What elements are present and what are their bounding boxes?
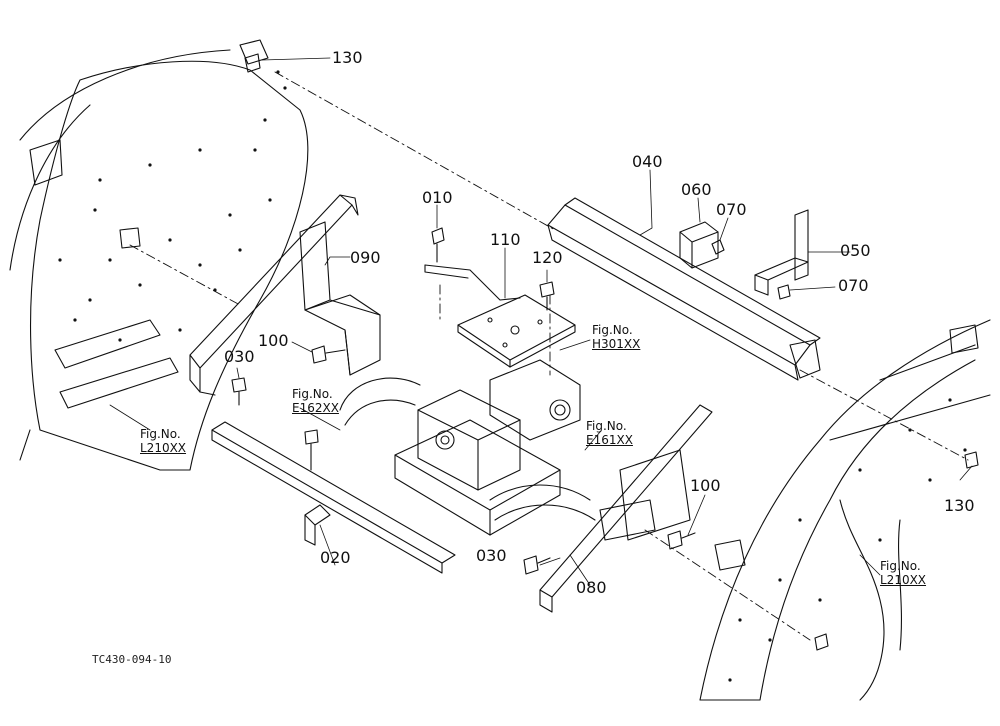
plate-110 xyxy=(424,264,576,368)
fig-ref-e161-label: Fig.No. xyxy=(586,419,627,433)
fig-ref-e161: Fig.No. E161XX xyxy=(586,419,633,448)
valve-assembly xyxy=(339,359,596,536)
crossbar-040 xyxy=(547,197,821,381)
callout-100-left: 100 xyxy=(258,331,289,350)
stay-090 xyxy=(299,221,381,376)
callout-030-left: 030 xyxy=(224,347,255,366)
fig-ref-l210-left: Fig.No. L210XX xyxy=(140,427,187,456)
bracket-050 xyxy=(754,209,809,296)
fig-ref-l210-right: Fig.No. L210XX xyxy=(880,559,927,588)
fig-ref-h301: Fig.No. H301XX xyxy=(592,323,641,352)
callout-070-upper: 070 xyxy=(716,200,747,219)
fig-ref-l210-left-label: Fig.No. xyxy=(140,427,181,441)
fig-ref-e162-code: E162XX xyxy=(292,400,339,415)
drawing-reference: TC430-094-10 xyxy=(92,653,172,666)
fig-ref-l210-right-code: L210XX xyxy=(880,572,927,587)
fig-ref-e162-label: Fig.No. xyxy=(292,387,333,401)
callout-130-right: 130 xyxy=(944,496,975,515)
callout-050: 050 xyxy=(840,241,871,260)
callout-040: 040 xyxy=(632,152,663,171)
fig-ref-l210-left-code: L210XX xyxy=(140,440,187,455)
fig-ref-h301-label: Fig.No. xyxy=(592,323,633,337)
callout-080: 080 xyxy=(576,578,607,597)
callout-090: 090 xyxy=(350,248,381,267)
right-fender xyxy=(699,319,991,701)
callout-010: 010 xyxy=(422,188,453,207)
fig-ref-l210-right-label: Fig.No. xyxy=(880,559,921,573)
frame-090-left xyxy=(189,194,359,396)
callout-130-top: 130 xyxy=(332,48,363,67)
assembly-lines xyxy=(129,71,969,641)
frame-080-right xyxy=(539,404,713,613)
leader-lines xyxy=(109,57,973,586)
bracket-060 xyxy=(679,221,719,269)
callout-110: 110 xyxy=(490,230,521,249)
fig-ref-e162: Fig.No. E162XX xyxy=(292,387,339,416)
fig-ref-e161-code: E161XX xyxy=(586,432,633,447)
callout-060: 060 xyxy=(681,180,712,199)
bolts xyxy=(231,53,979,651)
callout-100-right: 100 xyxy=(690,476,721,495)
callout-120: 120 xyxy=(532,248,563,267)
callout-020: 020 xyxy=(320,548,351,567)
left-fender xyxy=(9,39,309,471)
fig-ref-h301-code: H301XX xyxy=(592,336,641,351)
callout-030-bottom: 030 xyxy=(476,546,507,565)
bar-020 xyxy=(211,421,456,574)
callout-070-lower: 070 xyxy=(838,276,869,295)
